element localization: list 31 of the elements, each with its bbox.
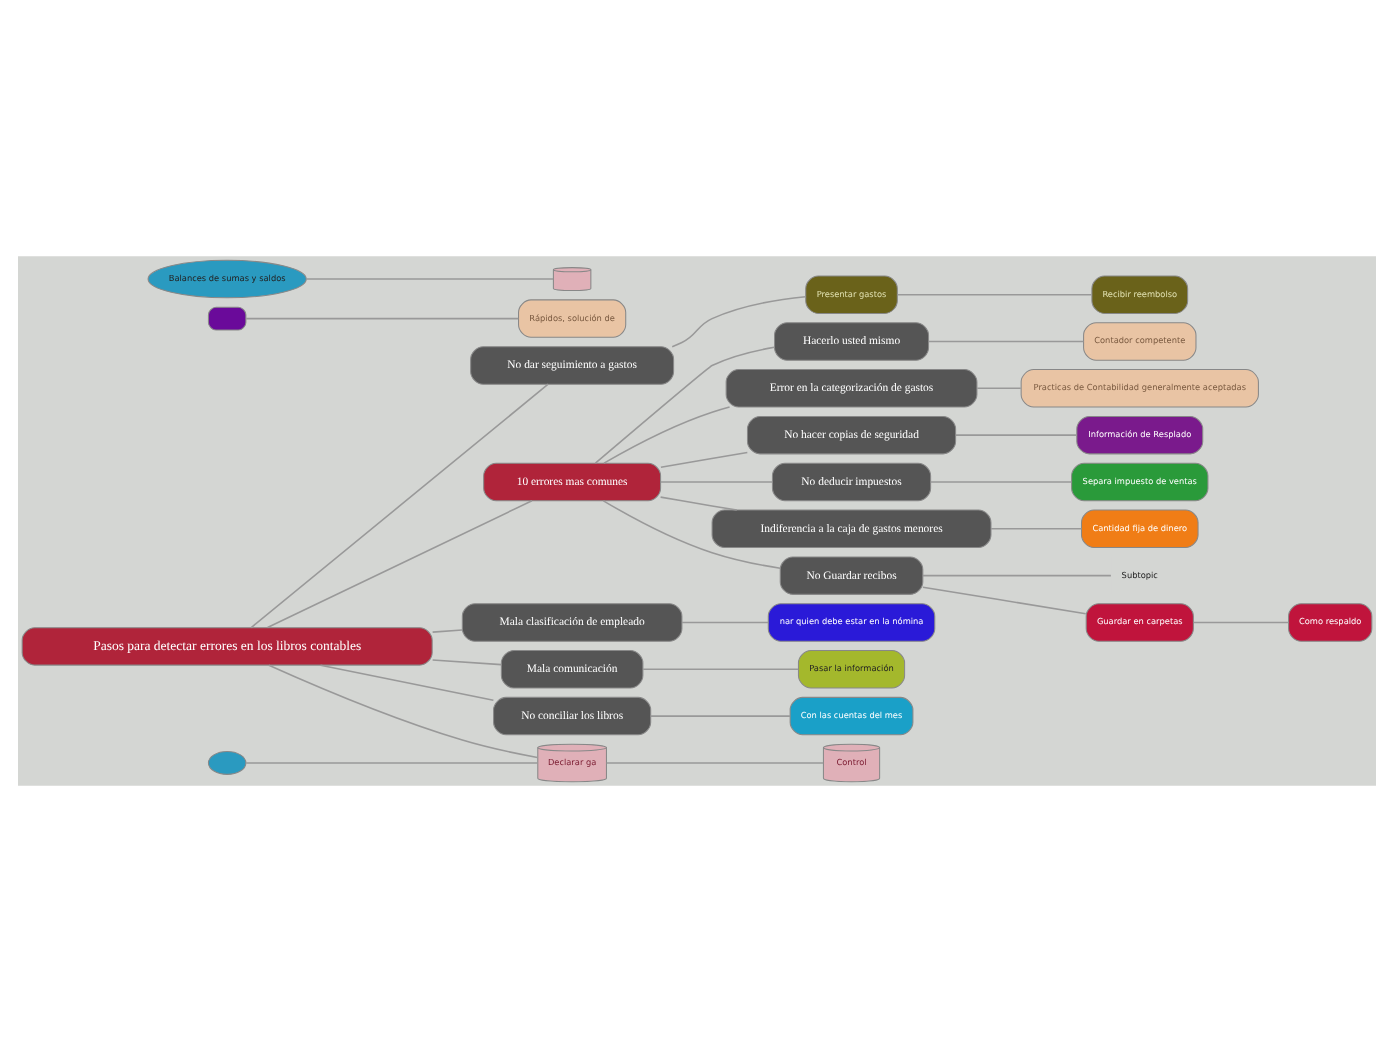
connector	[267, 663, 538, 758]
connector	[249, 382, 548, 628]
connector	[929, 480, 1072, 482]
connector	[1192, 620, 1289, 623]
connector	[604, 761, 823, 763]
connector	[304, 277, 553, 279]
connector	[975, 386, 1021, 389]
connector	[658, 495, 737, 510]
connector	[659, 450, 748, 467]
connector	[244, 761, 538, 763]
connector	[641, 667, 798, 670]
connector	[989, 527, 1082, 529]
connector	[430, 658, 502, 665]
node-ellipse	[206, 750, 246, 774]
connector	[659, 480, 772, 482]
connector	[602, 405, 730, 463]
connector	[680, 620, 768, 623]
connector	[670, 295, 806, 347]
connector	[927, 339, 1084, 342]
connector	[921, 573, 1111, 576]
connector	[244, 316, 518, 319]
connector	[265, 498, 532, 628]
connector	[921, 585, 1086, 614]
connector	[954, 433, 1077, 435]
node-box	[206, 305, 246, 330]
connector	[649, 714, 790, 716]
connector	[895, 292, 1092, 295]
connector	[318, 663, 494, 701]
connector	[430, 628, 462, 632]
connector	[593, 345, 775, 463]
connector	[601, 499, 780, 569]
